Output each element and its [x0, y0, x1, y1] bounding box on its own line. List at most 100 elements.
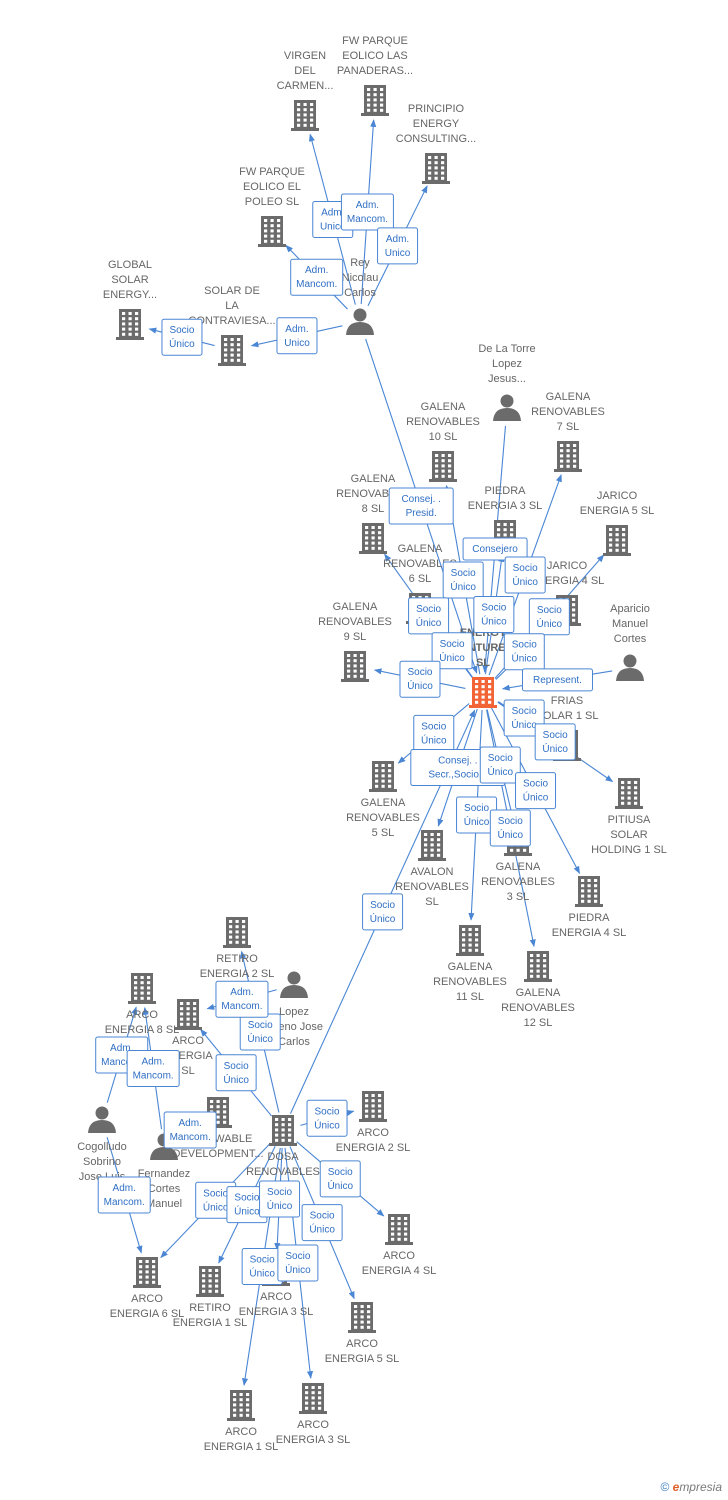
node-label: Nicolau [342, 272, 379, 284]
relation-badge[interactable]: Adm.Unico [276, 317, 318, 355]
relation-badge[interactable]: Consej. .Presid. [388, 487, 454, 525]
relation-badge[interactable]: Adm.Mancom. [340, 193, 394, 231]
relation-label: Socio [407, 667, 432, 678]
building-icon [361, 85, 389, 116]
footer-brand[interactable]: © empresia [660, 1480, 722, 1494]
node-delatorre[interactable]: De La TorreLopezJesus... [478, 343, 536, 421]
relation-label: Socio [543, 730, 568, 741]
node-label: 5 SL [372, 827, 395, 839]
relation-label: Único [542, 742, 568, 755]
node-label: PIEDRA [485, 485, 527, 497]
relation-badge[interactable]: Adm.Mancom. [97, 1176, 151, 1214]
node-label: SOLAR [610, 829, 647, 841]
node-label: FW PARQUE [239, 166, 305, 178]
relation-label: Único [511, 718, 537, 731]
relation-badge[interactable]: Adm.Mancom. [163, 1111, 217, 1149]
node-label: RENOVABLES [531, 406, 605, 418]
relation-label: Único [247, 1032, 273, 1045]
node-renewable[interactable]: RENEWABLEDEVELOPMENT... [172, 1097, 264, 1160]
building-icon [341, 651, 369, 682]
node-label: LA [225, 300, 239, 312]
relation-label: Socio [370, 900, 395, 911]
relation-badge[interactable]: Adm.Mancom. [126, 1049, 180, 1087]
relation-label: Unico [284, 338, 310, 349]
node-virgen[interactable]: VIRGENDELCARMEN... [277, 50, 334, 131]
node-solarcontra[interactable]: SOLAR DELACONTRAVIESA... [188, 285, 276, 366]
relation-label: Adm. [110, 1043, 133, 1054]
relation-label: Adm. [141, 1056, 164, 1067]
node-label: AVALON [411, 866, 454, 878]
node-label: Jesus... [488, 373, 526, 385]
relation-badge[interactable]: Adm.Mancom. [290, 258, 344, 296]
relation-badge[interactable]: Adm.Unico [377, 227, 419, 265]
node-label: GALENA [398, 543, 443, 555]
node-label: ENERGIA 5 SL [325, 1353, 400, 1365]
node-label: RETIRO [216, 953, 258, 965]
relation-badge[interactable]: Adm.Mancom. [215, 980, 269, 1018]
node-global[interactable]: GLOBALSOLARENERGY... [103, 259, 157, 340]
node-principio[interactable]: PRINCIPIOENERGYCONSULTING... [396, 103, 476, 184]
node-label: PITIUSA [608, 814, 651, 826]
relation-label: Único [309, 1223, 335, 1236]
relation-badge[interactable]: Consejero [462, 537, 528, 561]
node-label: ENERGIA 3 SL [276, 1434, 351, 1446]
node-label: Fernandez [138, 1168, 191, 1180]
node-label: RETIRO [189, 1302, 231, 1314]
building-icon [603, 525, 631, 556]
node-label: ENERGIA 5 SL [580, 505, 655, 517]
relation-badge[interactable]: Represent. [521, 668, 593, 692]
